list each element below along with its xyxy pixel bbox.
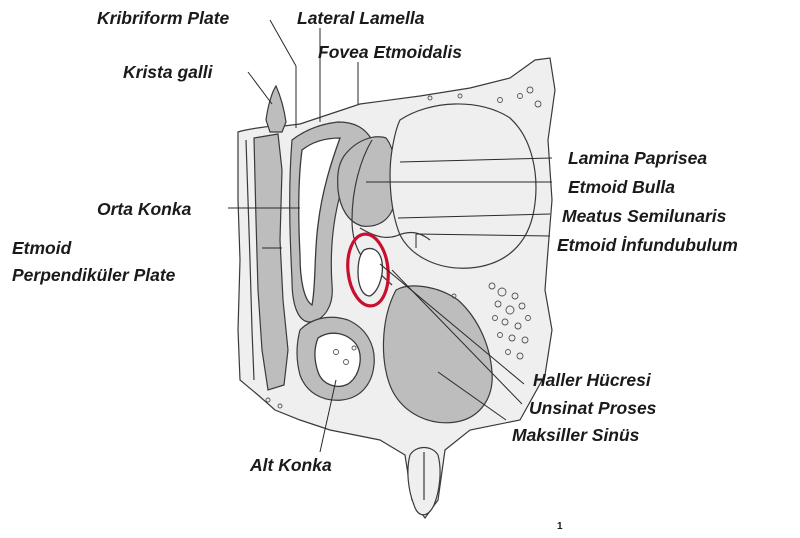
krista-galli-shape: [266, 86, 286, 132]
label-orta-konka: Orta Konka: [97, 199, 192, 219]
label-lamina-paprisea: Lamina Paprisea: [568, 148, 707, 168]
ethmoid-cell-large: [390, 104, 536, 268]
label-fovea-etmoidalis: Fovea Etmoidalis: [318, 42, 462, 62]
label-etmoid-perp-line1: Etmoid: [12, 238, 72, 258]
label-haller-hucresi: Haller Hücresi: [533, 370, 652, 390]
stray-mark: 1: [557, 521, 563, 532]
label-maksiller-sinus: Maksiller Sinüs: [512, 425, 640, 445]
label-meatus-semilunaris: Meatus Semilunaris: [562, 206, 727, 226]
label-lateral-lamella: Lateral Lamella: [297, 8, 425, 28]
label-alt-konka: Alt Konka: [249, 455, 332, 475]
label-etmoid-infundibulum: Etmoid İnfundubulum: [557, 235, 738, 255]
label-unsinat-proses: Unsinat Proses: [529, 398, 657, 418]
label-kribriform-plate: Kribriform Plate: [97, 8, 230, 28]
label-etmoid-bulla: Etmoid Bulla: [568, 177, 675, 197]
label-etmoid-perp-line2: Perpendiküler Plate: [12, 265, 176, 285]
inferior-turbinate-inner: [315, 333, 360, 386]
label-krista-galli: Krista galli: [123, 62, 214, 82]
